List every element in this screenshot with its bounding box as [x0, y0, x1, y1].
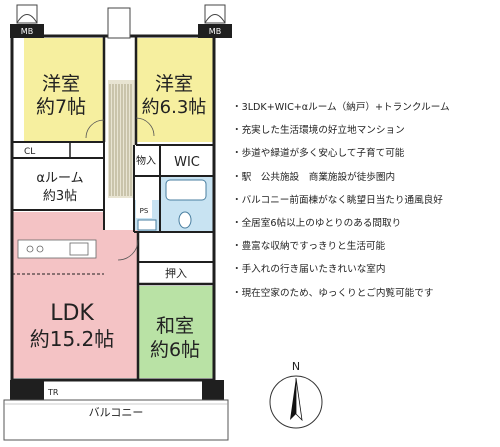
japanese-name: 和室 — [156, 315, 194, 337]
tr-box — [10, 380, 44, 400]
western1-size: 約7帖 — [36, 96, 86, 118]
ps-box — [136, 200, 152, 218]
oshiire-box — [155, 262, 213, 284]
compass: N — [269, 360, 323, 429]
japanese-size: 約6帖 — [150, 339, 200, 361]
balcony-area — [3, 399, 229, 441]
western-room-1 — [24, 38, 104, 142]
balcony-label: バルコニー — [89, 406, 144, 419]
closet-cl — [12, 142, 70, 158]
ldk-size: 約15.2帖 — [30, 327, 115, 351]
corridor-stair — [108, 80, 135, 198]
feature-item: 手入れの行き届いたきれいな室内 — [232, 258, 498, 281]
feature-item: 充実した生活環境の好立地マンション — [232, 119, 498, 142]
compass-north-label: N — [292, 360, 300, 373]
cl-label: CL — [24, 147, 35, 157]
ps-label: PS — [140, 207, 149, 215]
feature-item: 現在空家のため、ゆっくりとご内覧可能です — [232, 282, 498, 305]
feature-item: 歩道や緑道が多く安心して子育て可能 — [232, 142, 498, 165]
floor-plan: MB MB 洋室 約7帖 洋室 約6.3帖 CL αルーム 約3帖 物入 WIC… — [3, 4, 232, 441]
mb-box-right — [198, 24, 232, 38]
toilet — [178, 211, 192, 229]
compass-needle-light — [295, 377, 303, 422]
oshiire-label: 押入 — [165, 266, 187, 280]
western2-size: 約6.3帖 — [142, 97, 207, 118]
japanese-room — [138, 286, 213, 378]
alpha-room-size: 約3帖 — [43, 189, 77, 204]
feature-item: 駅 公共施設 商業施設が徒歩圏内 — [232, 166, 498, 189]
wic — [161, 145, 213, 175]
mb-right-label: MB — [209, 27, 221, 36]
ldk-upper — [104, 230, 138, 276]
kitchen-counter — [17, 239, 97, 259]
tr-box-right — [202, 380, 224, 400]
compass-ring — [269, 375, 323, 429]
ldk-name: LDK — [50, 301, 94, 326]
feature-item: 全居室6帖以上のゆとりのある間取り — [232, 212, 498, 235]
stair-hatching — [109, 84, 132, 196]
storage-small — [134, 145, 160, 175]
wic-label: WIC — [174, 155, 200, 170]
storage-label: 物入 — [136, 154, 156, 167]
ldk-room — [12, 274, 138, 378]
tr-label: TR — [47, 388, 59, 397]
alpha-room-name: αルーム — [36, 171, 83, 186]
mb-left-label: MB — [21, 27, 33, 36]
mb-box-left — [10, 24, 44, 38]
entrance-door-frame — [107, 7, 131, 39]
feature-item: 3LDK+WIC+αルーム（納戸）+トランクルーム — [232, 96, 498, 119]
western2-name: 洋室 — [155, 73, 193, 95]
feature-list: 3LDK+WIC+αルーム（納戸）+トランクルーム 充実した生活環境の好立地マン… — [232, 96, 498, 305]
window-mark-left — [16, 4, 38, 24]
western1-name: 洋室 — [42, 73, 80, 95]
feature-item: バルコニー前面棟がなく眺望日当たり通風良好 — [232, 189, 498, 212]
alpha-room — [12, 160, 102, 210]
washbasin — [137, 219, 157, 231]
feature-item: 豊富な収納ですっきりと生活可能 — [232, 235, 498, 258]
window-mark-right — [204, 4, 226, 24]
bathtub — [165, 179, 207, 201]
